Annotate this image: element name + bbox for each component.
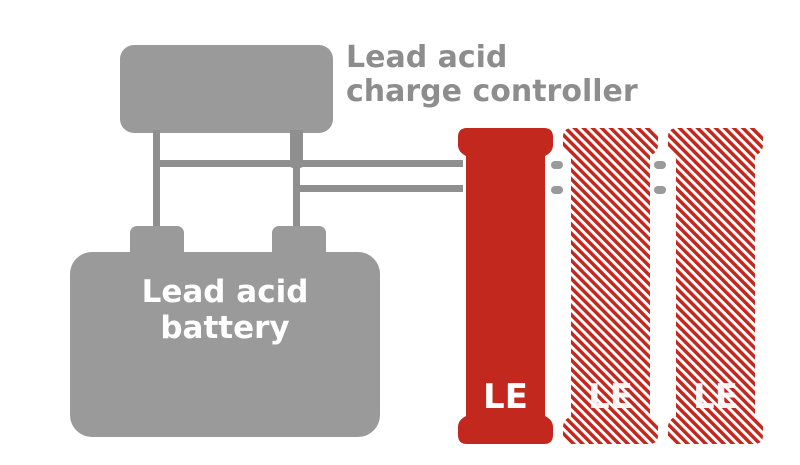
connector-dot: [551, 161, 563, 169]
le-module-3-hatched: LE: [668, 128, 763, 444]
le-module-2-shape: [563, 128, 658, 444]
charge-controller-box: [120, 45, 333, 133]
battery-label-line2: battery: [160, 310, 290, 346]
connector-dot: [551, 186, 563, 194]
charge-controller-label-line2: charge controller: [346, 74, 638, 109]
le-module-2-hatched: LE: [563, 128, 658, 444]
battery-box: [70, 252, 380, 437]
le-module-1-solid: LE: [458, 128, 553, 444]
battery-terminal-right: [272, 226, 326, 253]
charge-controller-label-line1: Lead acid: [346, 40, 508, 75]
connector-dot: [654, 161, 666, 169]
wire-lower-horizontal-to-module: [296, 185, 463, 192]
wire-controller-to-left-terminal: [153, 130, 160, 228]
wire-to-right-terminal: [293, 167, 300, 228]
charge-controller-label: Lead acid charge controller: [346, 41, 638, 109]
le-module-2-label: LE: [588, 377, 633, 417]
le-module-3-label: LE: [693, 377, 738, 417]
le-module-3-shape: [668, 128, 763, 444]
wire-top-horizontal-to-module: [153, 160, 463, 167]
battery-label: Lead acid battery: [70, 274, 380, 346]
wire-controller-right-leg: [290, 130, 303, 168]
battery-terminal-left: [130, 226, 184, 253]
battery-label-line1: Lead acid: [141, 274, 309, 310]
connector-dot: [654, 186, 666, 194]
le-module-1-label: LE: [483, 377, 528, 417]
le-module-1-shape: [458, 128, 553, 444]
